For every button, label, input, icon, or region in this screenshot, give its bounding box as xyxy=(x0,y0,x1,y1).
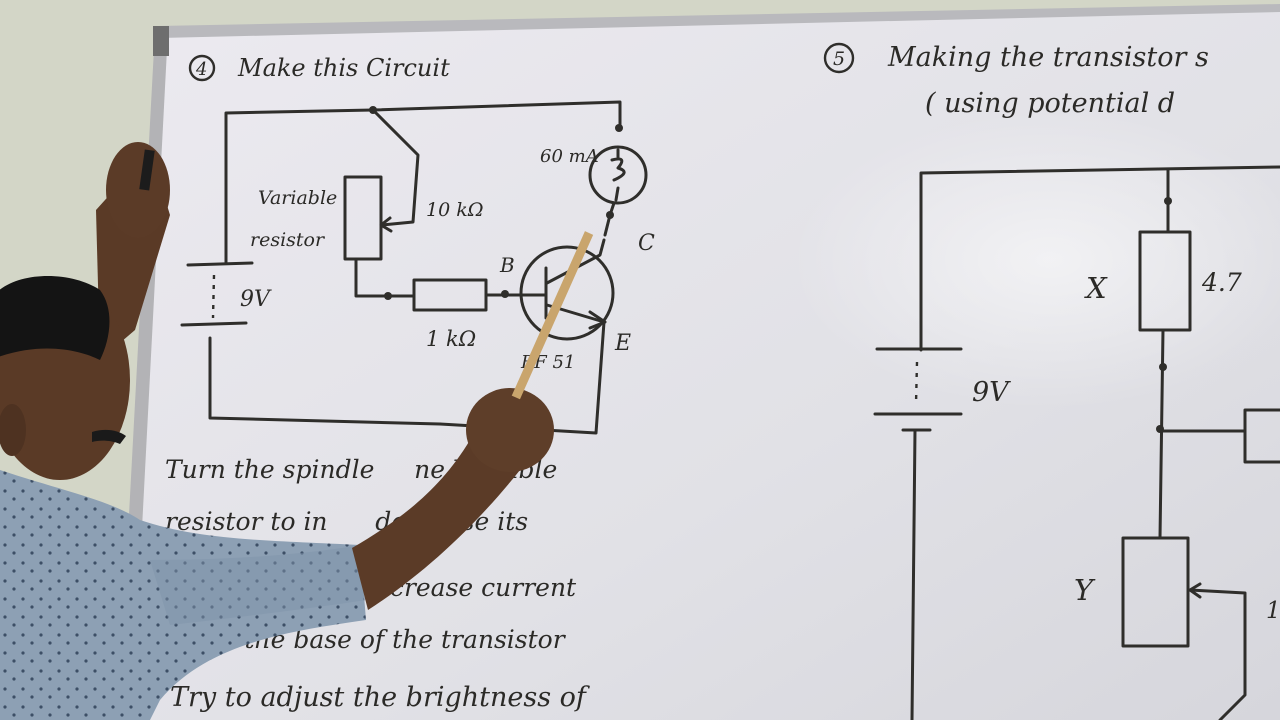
pot-5-value-partial: 1 xyxy=(1266,598,1280,624)
resistor-y-label: Y xyxy=(1074,573,1096,607)
step-5-subtitle: ( using potential d xyxy=(925,88,1175,119)
bottom-wire xyxy=(208,336,442,426)
pointer-pen xyxy=(511,231,594,400)
junction-base xyxy=(501,290,509,298)
battery-plate-bottom xyxy=(180,321,248,327)
circuit-4 xyxy=(180,100,648,435)
pot-wiper-wire xyxy=(371,108,420,227)
circuit-5 xyxy=(873,165,1280,720)
lamp-filament xyxy=(610,148,626,202)
battery-plate-top xyxy=(186,261,254,267)
transistor-collector-leg xyxy=(545,238,606,285)
step-4-badge xyxy=(188,54,216,82)
mustache xyxy=(92,429,126,444)
pointing-hand xyxy=(466,388,554,472)
pot-to-base-wire xyxy=(354,257,416,298)
light-glare xyxy=(790,110,1280,410)
step-5-badge xyxy=(823,42,855,74)
step-4-number: 4 xyxy=(195,59,207,80)
step-5-number: 5 xyxy=(833,48,845,70)
variable-resistor-symbol xyxy=(343,175,383,261)
battery-voltage-label: 9V xyxy=(240,287,272,312)
shirt-sleeve-shade xyxy=(150,545,366,625)
battery-cells xyxy=(211,274,216,319)
base-label: B xyxy=(499,253,515,277)
resistor-y-symbol xyxy=(1121,536,1190,648)
base-resistor-label: 1 kΩ xyxy=(426,327,476,351)
collector-label: C xyxy=(638,231,655,256)
board-frame-top xyxy=(158,4,1280,38)
teacher xyxy=(0,142,594,720)
resistor-x-label: X xyxy=(1084,271,1108,305)
junction-mid-1 xyxy=(1159,363,1167,371)
board-corner xyxy=(153,26,169,56)
pointing-forearm xyxy=(352,440,520,610)
step-5-heading: 5 Making the transistor s ( using potent… xyxy=(823,42,1209,119)
hair xyxy=(0,276,110,360)
output-component-symbol xyxy=(1243,408,1280,464)
junction-x-top xyxy=(1164,197,1172,205)
instruction-line: Try to adjust the brightness of xyxy=(170,682,590,713)
junction-pot xyxy=(384,292,392,300)
step-4-heading: 4 Make this Circuit xyxy=(188,54,450,82)
junction-collector xyxy=(606,211,614,219)
junction-top xyxy=(369,106,377,114)
step-5-title: Making the transistor s xyxy=(887,42,1209,73)
transistor-symbol xyxy=(519,245,615,341)
raised-hand xyxy=(106,142,170,238)
y-wiper-arrow xyxy=(1188,582,1202,599)
junction-lamp xyxy=(615,124,623,132)
left-rail xyxy=(910,428,917,720)
variable-resistor-label: Variable xyxy=(258,187,337,209)
lamp-symbol xyxy=(588,145,648,205)
lamp-current-label: 60 mA xyxy=(540,146,599,167)
ear xyxy=(0,404,26,456)
step-4-title: Make this Circuit xyxy=(237,54,450,82)
battery-5-voltage-label: 9V xyxy=(972,377,1011,408)
battery-5-cells xyxy=(914,361,919,405)
resistor-x-value: 4.7 xyxy=(1201,268,1250,297)
marker xyxy=(139,149,155,191)
top-rail xyxy=(919,165,1280,352)
emitter-label: E xyxy=(614,331,631,356)
pot-value-label: 10 kΩ xyxy=(426,199,483,221)
resistor-x-symbol xyxy=(1138,230,1192,332)
variable-resistor-label-2: resistor xyxy=(250,229,326,251)
y-wiper-wire xyxy=(1188,588,1247,720)
